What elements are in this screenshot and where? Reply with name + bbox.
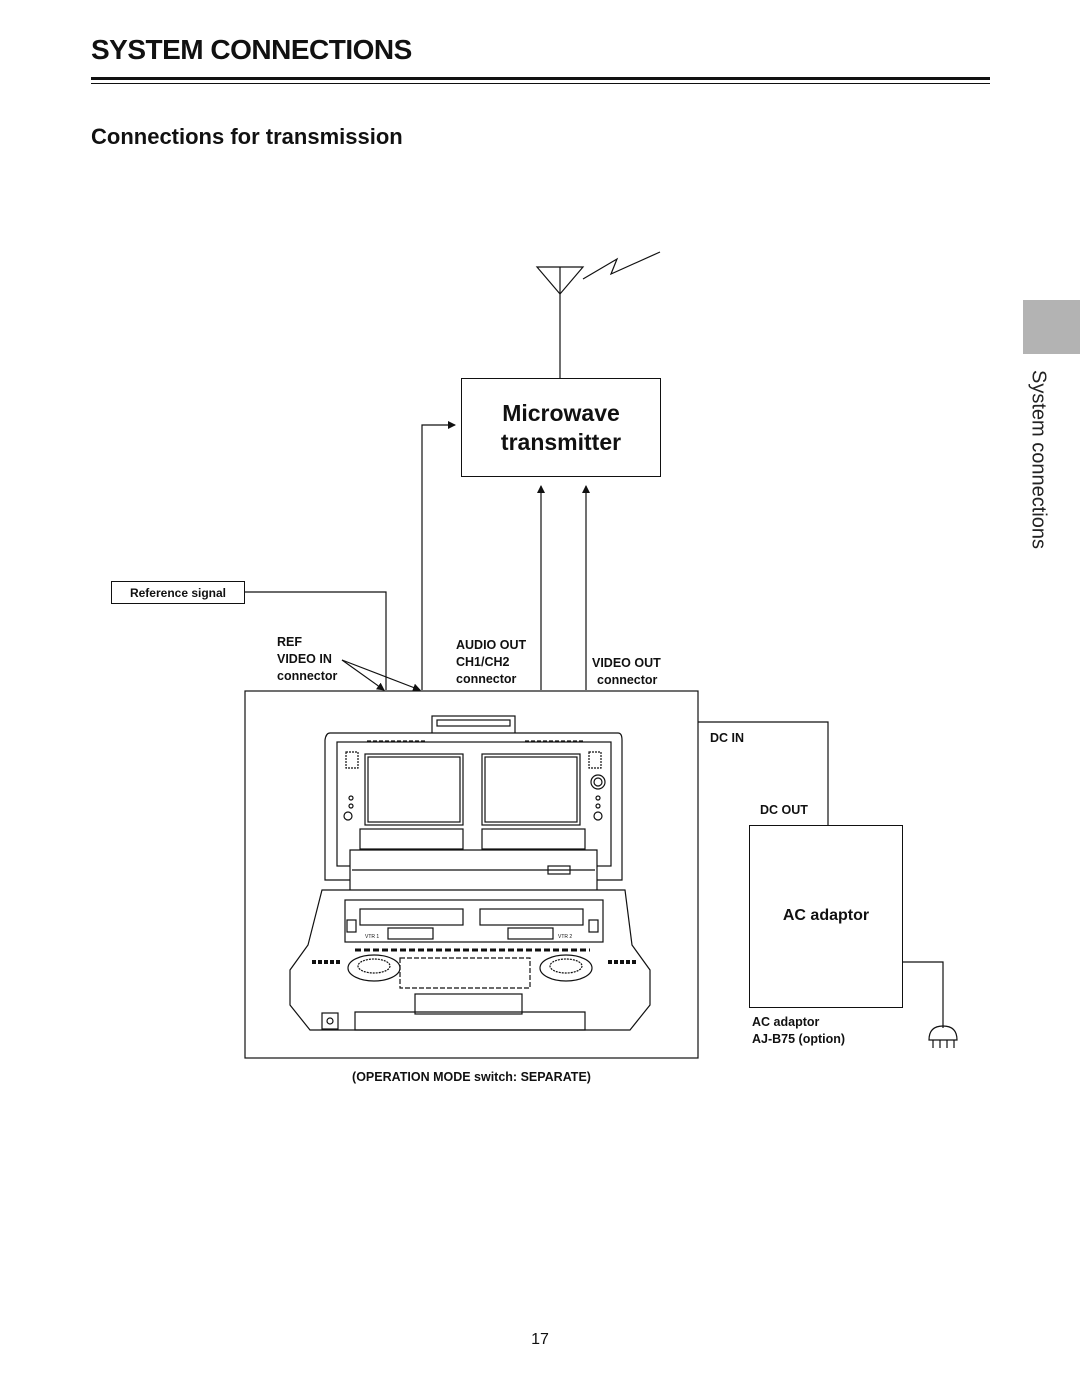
portable-dual-deck-illustration: [289, 715, 651, 1031]
transmitter-label-line2: transmitter: [500, 428, 622, 455]
ac-model-line2: AJ-B75 (option): [752, 1032, 846, 1046]
ref-video-in-label: REF VIDEO IN connector: [277, 634, 337, 685]
audio-label-line2: CH1/CH2: [456, 655, 510, 669]
plug-icon: [928, 1025, 958, 1041]
ref-label-line2: VIDEO IN: [277, 652, 332, 666]
header-rule-thick: [91, 77, 990, 80]
microwave-transmitter-box: Microwave transmitter: [461, 378, 661, 477]
audio-label-line1: AUDIO OUT: [456, 638, 527, 652]
side-tab-label: System connections: [1027, 370, 1050, 549]
video-out-label: VIDEO OUT connector: [592, 655, 661, 689]
vtr1-label: VTR 1: [365, 934, 380, 940]
ac-adaptor-title: AC adaptor: [782, 907, 870, 924]
ac-adaptor-box: [749, 825, 903, 1008]
ac-model-line1: AC adaptor: [752, 1015, 820, 1029]
vtr2-label: VTR 2: [558, 934, 573, 940]
dc-in-label: DC IN: [710, 731, 745, 745]
transmitter-label-line1: Microwave: [502, 399, 620, 426]
radio-wave-icon: [582, 251, 661, 280]
page-number: 17: [531, 1331, 549, 1348]
audio-out-label: AUDIO OUT CH1/CH2 connector: [456, 637, 526, 688]
video-out-line2: connector: [597, 673, 658, 687]
ref-label-line1: REF: [277, 635, 302, 649]
ref-label-line3: connector: [277, 669, 338, 683]
audio-label-line3: connector: [456, 672, 517, 686]
ac-adaptor-model-label: AC adaptor AJ-B75 (option): [752, 1014, 845, 1048]
side-tab-marker: [1023, 300, 1080, 354]
header-rule-thin: [91, 83, 990, 84]
dc-out-label: DC OUT: [760, 803, 808, 817]
reference-signal-box: Reference signal: [111, 581, 245, 604]
section-title: SYSTEM CONNECTIONS: [91, 34, 412, 65]
operation-mode-caption: (OPERATION MODE switch: SEPARATE): [352, 1070, 591, 1084]
subsection-title: Connections for transmission: [91, 124, 403, 149]
video-out-line1: VIDEO OUT: [592, 656, 661, 670]
